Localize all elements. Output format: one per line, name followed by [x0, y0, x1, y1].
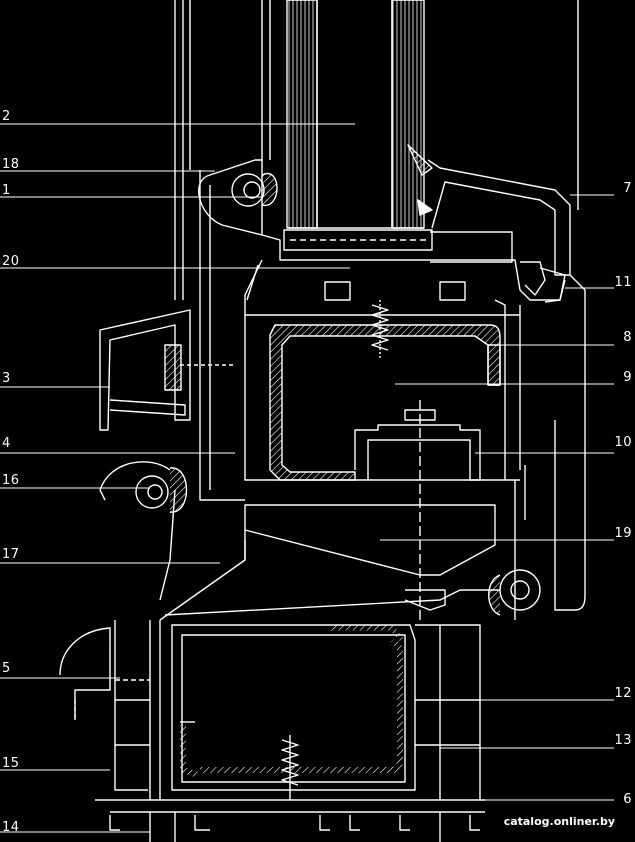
gasket-top — [197, 172, 278, 236]
leader-lines-right — [380, 194, 614, 801]
gasket-bottom-right — [488, 569, 541, 616]
callout-label: 15 — [2, 756, 20, 771]
window-sill-board — [59, 627, 111, 720]
glazing-bead — [407, 144, 571, 276]
callout-label: 3 — [2, 371, 11, 386]
cover-plate — [99, 309, 235, 431]
reference-lines — [174, 0, 579, 300]
callout-label: 6 — [623, 792, 632, 807]
callout-label: 20 — [2, 254, 20, 269]
callout-label: 19 — [614, 526, 632, 541]
callout-label: 17 — [2, 547, 20, 562]
gasket-left — [99, 461, 188, 513]
callout-label: 10 — [614, 435, 632, 450]
watermark: catalog.onliner.by — [503, 815, 615, 828]
callout-label: 13 — [614, 733, 632, 748]
callout-label: 11 — [614, 275, 632, 290]
callout-label: 12 — [614, 686, 632, 701]
steel-reinforcement-upper — [269, 324, 501, 481]
callout-label: 5 — [2, 661, 11, 676]
callout-label: 16 — [2, 473, 20, 488]
callout-label: 9 — [623, 370, 632, 385]
callout-label: 14 — [2, 820, 20, 835]
callout-label: 18 — [2, 157, 20, 172]
callout-label: 7 — [623, 181, 632, 196]
anchor-screws — [281, 300, 389, 800]
glazing-unit — [283, 0, 433, 251]
leader-lines-left — [0, 123, 355, 833]
callout-label: 8 — [623, 330, 632, 345]
callout-label: 1 — [2, 183, 11, 198]
callout-label: 2 — [2, 109, 11, 124]
callout-label: 4 — [2, 436, 11, 451]
sill-profile — [114, 620, 481, 800]
base-rail — [95, 799, 485, 842]
drainage-chamber — [354, 400, 526, 620]
frame-profile — [159, 170, 586, 621]
